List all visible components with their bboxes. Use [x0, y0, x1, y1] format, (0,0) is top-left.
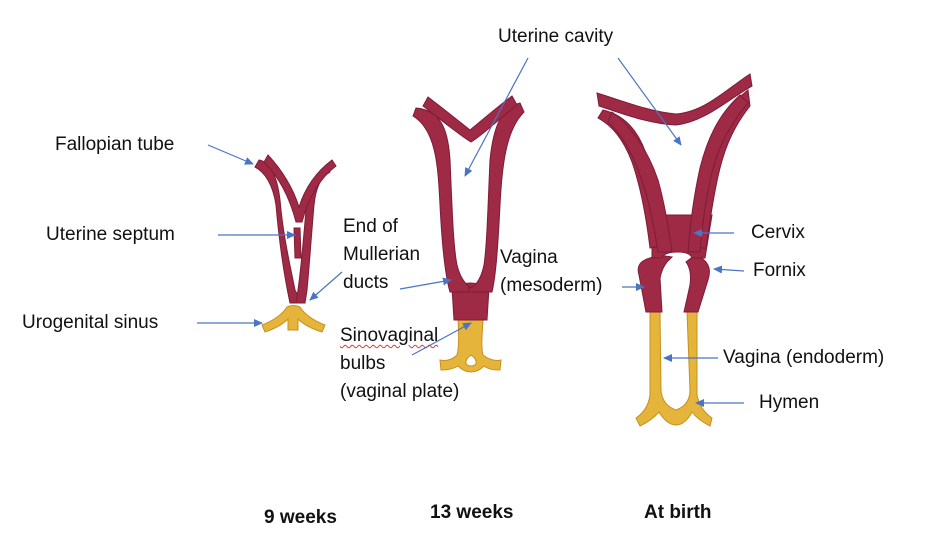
annotation-arrows [197, 57, 745, 407]
sinovaginal-line-3: (vaginal plate) [340, 381, 460, 402]
right-uterine-inner-birth [687, 94, 749, 253]
stage-9-weeks-drawing [254, 154, 337, 333]
label-hymen: Hymen [759, 392, 820, 413]
fundus-birth [596, 73, 753, 126]
end-mullerian-line-3: ducts [343, 272, 389, 293]
end-mullerian-line-1: End of [343, 216, 398, 237]
sinovaginal-bulbs-13w [439, 319, 502, 373]
label-end-of-mullerian-ducts: End of Mullerian ducts [343, 213, 420, 297]
right-duct-13w [468, 102, 525, 293]
sinovaginal-line-1: Sinovaginal [340, 325, 439, 346]
vagina-mesoderm-line-1: Vagina [500, 247, 558, 268]
vaginal-mesoderm-birth [637, 254, 674, 313]
stage-label-9-weeks: 9 weeks [264, 507, 337, 528]
arrow-vagina-mesoderm-13w [399, 277, 452, 290]
arrow-uterine-cavity-13w [464, 57, 529, 177]
label-fallopian-tube: Fallopian tube [55, 134, 175, 155]
uterine-septum-9w [293, 227, 302, 259]
left-duct-13w [412, 107, 473, 293]
sinovaginal-line-2: bulbs [340, 353, 386, 374]
label-sinovaginal-bulbs: Sinovaginal bulbs (vaginal plate) [340, 322, 459, 406]
label-cervix: Cervix [751, 222, 805, 243]
arrow-fornix [713, 265, 745, 274]
label-vagina-mesoderm: Vagina (mesoderm) [500, 244, 602, 300]
vagina-mesoderm-line-2: (mesoderm) [500, 275, 603, 296]
stage-at-birth-drawing [596, 73, 753, 427]
fundus-13w [422, 95, 518, 143]
arrow-uterine-cavity-birth [617, 57, 682, 146]
vagina-endoderm-birth [635, 311, 713, 427]
stage-13-weeks-drawing [412, 95, 525, 373]
left-uterine-inner-birth [607, 111, 673, 253]
arrow-fallopian-tube [207, 144, 254, 165]
septum-v-9w [263, 154, 337, 223]
label-uterine-septum: Uterine septum [46, 224, 175, 245]
end-mullerian-line-2: Mullerian [343, 244, 421, 265]
arrow-sinovaginal-bulbs [411, 322, 472, 356]
stage-label-at-birth: At birth [644, 502, 712, 523]
label-fornix: Fornix [753, 260, 806, 281]
urogenital-sinus-shape [261, 305, 326, 333]
arrow-end-mullerian [309, 271, 343, 301]
label-urogenital-sinus: Urogenital sinus [22, 312, 159, 333]
label-vagina-endoderm: Vagina (endoderm) [723, 347, 885, 368]
label-uterine-cavity: Uterine cavity [498, 26, 614, 47]
fornix-right-birth [683, 254, 710, 313]
stage-label-13-weeks: 13 weeks [430, 502, 514, 523]
